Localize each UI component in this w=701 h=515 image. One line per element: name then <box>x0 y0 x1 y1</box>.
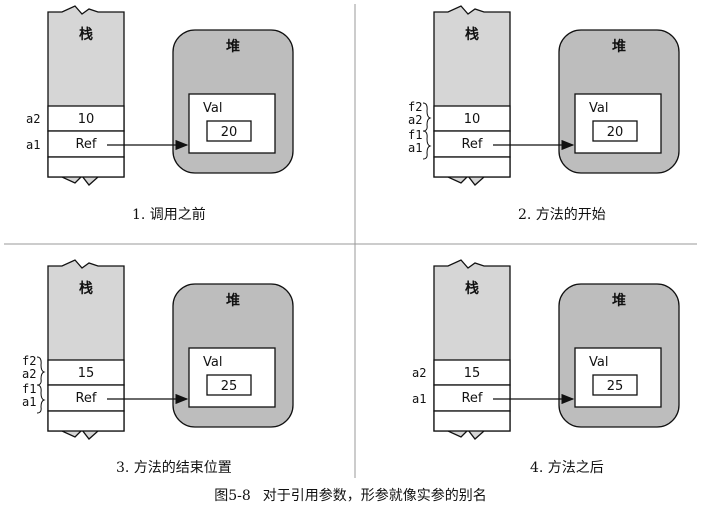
object-value-box <box>206 120 252 142</box>
object-value: 25 <box>221 379 238 394</box>
stack-cell-ref <box>433 130 511 158</box>
heap-title: 堆 <box>612 292 626 309</box>
brace-bottom <box>36 384 46 414</box>
brace-bottom <box>422 130 432 160</box>
param-label-f1: f1 <box>408 128 422 142</box>
heap-title: 堆 <box>226 292 240 309</box>
ref-label: Ref <box>461 391 482 406</box>
object-value: 20 <box>607 125 624 140</box>
arg-label-a2: a2 <box>22 367 36 381</box>
ref-label: Ref <box>461 137 482 152</box>
stack-value: 10 <box>464 112 481 127</box>
panel-caption-4: 4. 方法之后 <box>530 460 604 476</box>
object-value-box <box>592 120 638 142</box>
stack-value: 10 <box>78 112 95 127</box>
arg-label-a1: a1 <box>408 141 422 155</box>
figure-caption: 图5-8 对于引用参数，形参就像实参的别名 <box>0 485 701 505</box>
stack-cell-ref <box>433 384 511 412</box>
arg-label-a1: a1 <box>26 138 40 152</box>
figure-title: 对于引用参数，形参就像实参的别名 <box>262 488 487 504</box>
object-field-label: Val <box>589 355 608 370</box>
stack-title: 栈 <box>465 280 479 297</box>
brace-top <box>422 102 432 132</box>
stack-cell-empty <box>433 410 511 432</box>
object-field-label: Val <box>203 355 222 370</box>
stack-title: 栈 <box>79 26 93 43</box>
param-label-f2: f2 <box>408 100 422 114</box>
stack-title: 栈 <box>79 280 93 297</box>
ref-label: Ref <box>75 137 96 152</box>
stack-value: 15 <box>464 366 481 381</box>
arg-label-a2: a2 <box>26 112 40 126</box>
panel-caption-3: 3. 方法的结束位置 <box>116 460 232 476</box>
ref-label: Ref <box>75 391 96 406</box>
object-value-box <box>206 374 252 396</box>
stack-cell-ref <box>47 130 125 158</box>
figure-number: 图5-8 <box>214 488 251 504</box>
object-field-label: Val <box>589 101 608 116</box>
arg-label-a1: a1 <box>412 392 426 406</box>
heap-title: 堆 <box>226 38 240 55</box>
object-value: 25 <box>607 379 624 394</box>
object-value-box <box>592 374 638 396</box>
panel-caption-1: 1. 调用之前 <box>132 207 206 223</box>
panel-caption-2: 2. 方法的开始 <box>518 207 606 223</box>
stack-cell-empty <box>47 156 125 178</box>
arg-label-a2: a2 <box>412 366 426 380</box>
brace-top <box>36 356 46 386</box>
stack-cell-ref <box>47 384 125 412</box>
stack-cell-empty <box>433 156 511 178</box>
stack-cell-empty <box>47 410 125 432</box>
param-label-f2: f2 <box>22 354 36 368</box>
object-value: 20 <box>221 125 238 140</box>
arg-label-a2: a2 <box>408 113 422 127</box>
stack-value: 15 <box>78 366 95 381</box>
heap-title: 堆 <box>612 38 626 55</box>
stack-cell-value <box>433 105 511 132</box>
arg-label-a1: a1 <box>22 395 36 409</box>
object-field-label: Val <box>203 101 222 116</box>
stack-title: 栈 <box>465 26 479 43</box>
param-label-f1: f1 <box>22 382 36 396</box>
stack-cell-value <box>47 359 125 386</box>
stack-cell-value <box>47 105 125 132</box>
